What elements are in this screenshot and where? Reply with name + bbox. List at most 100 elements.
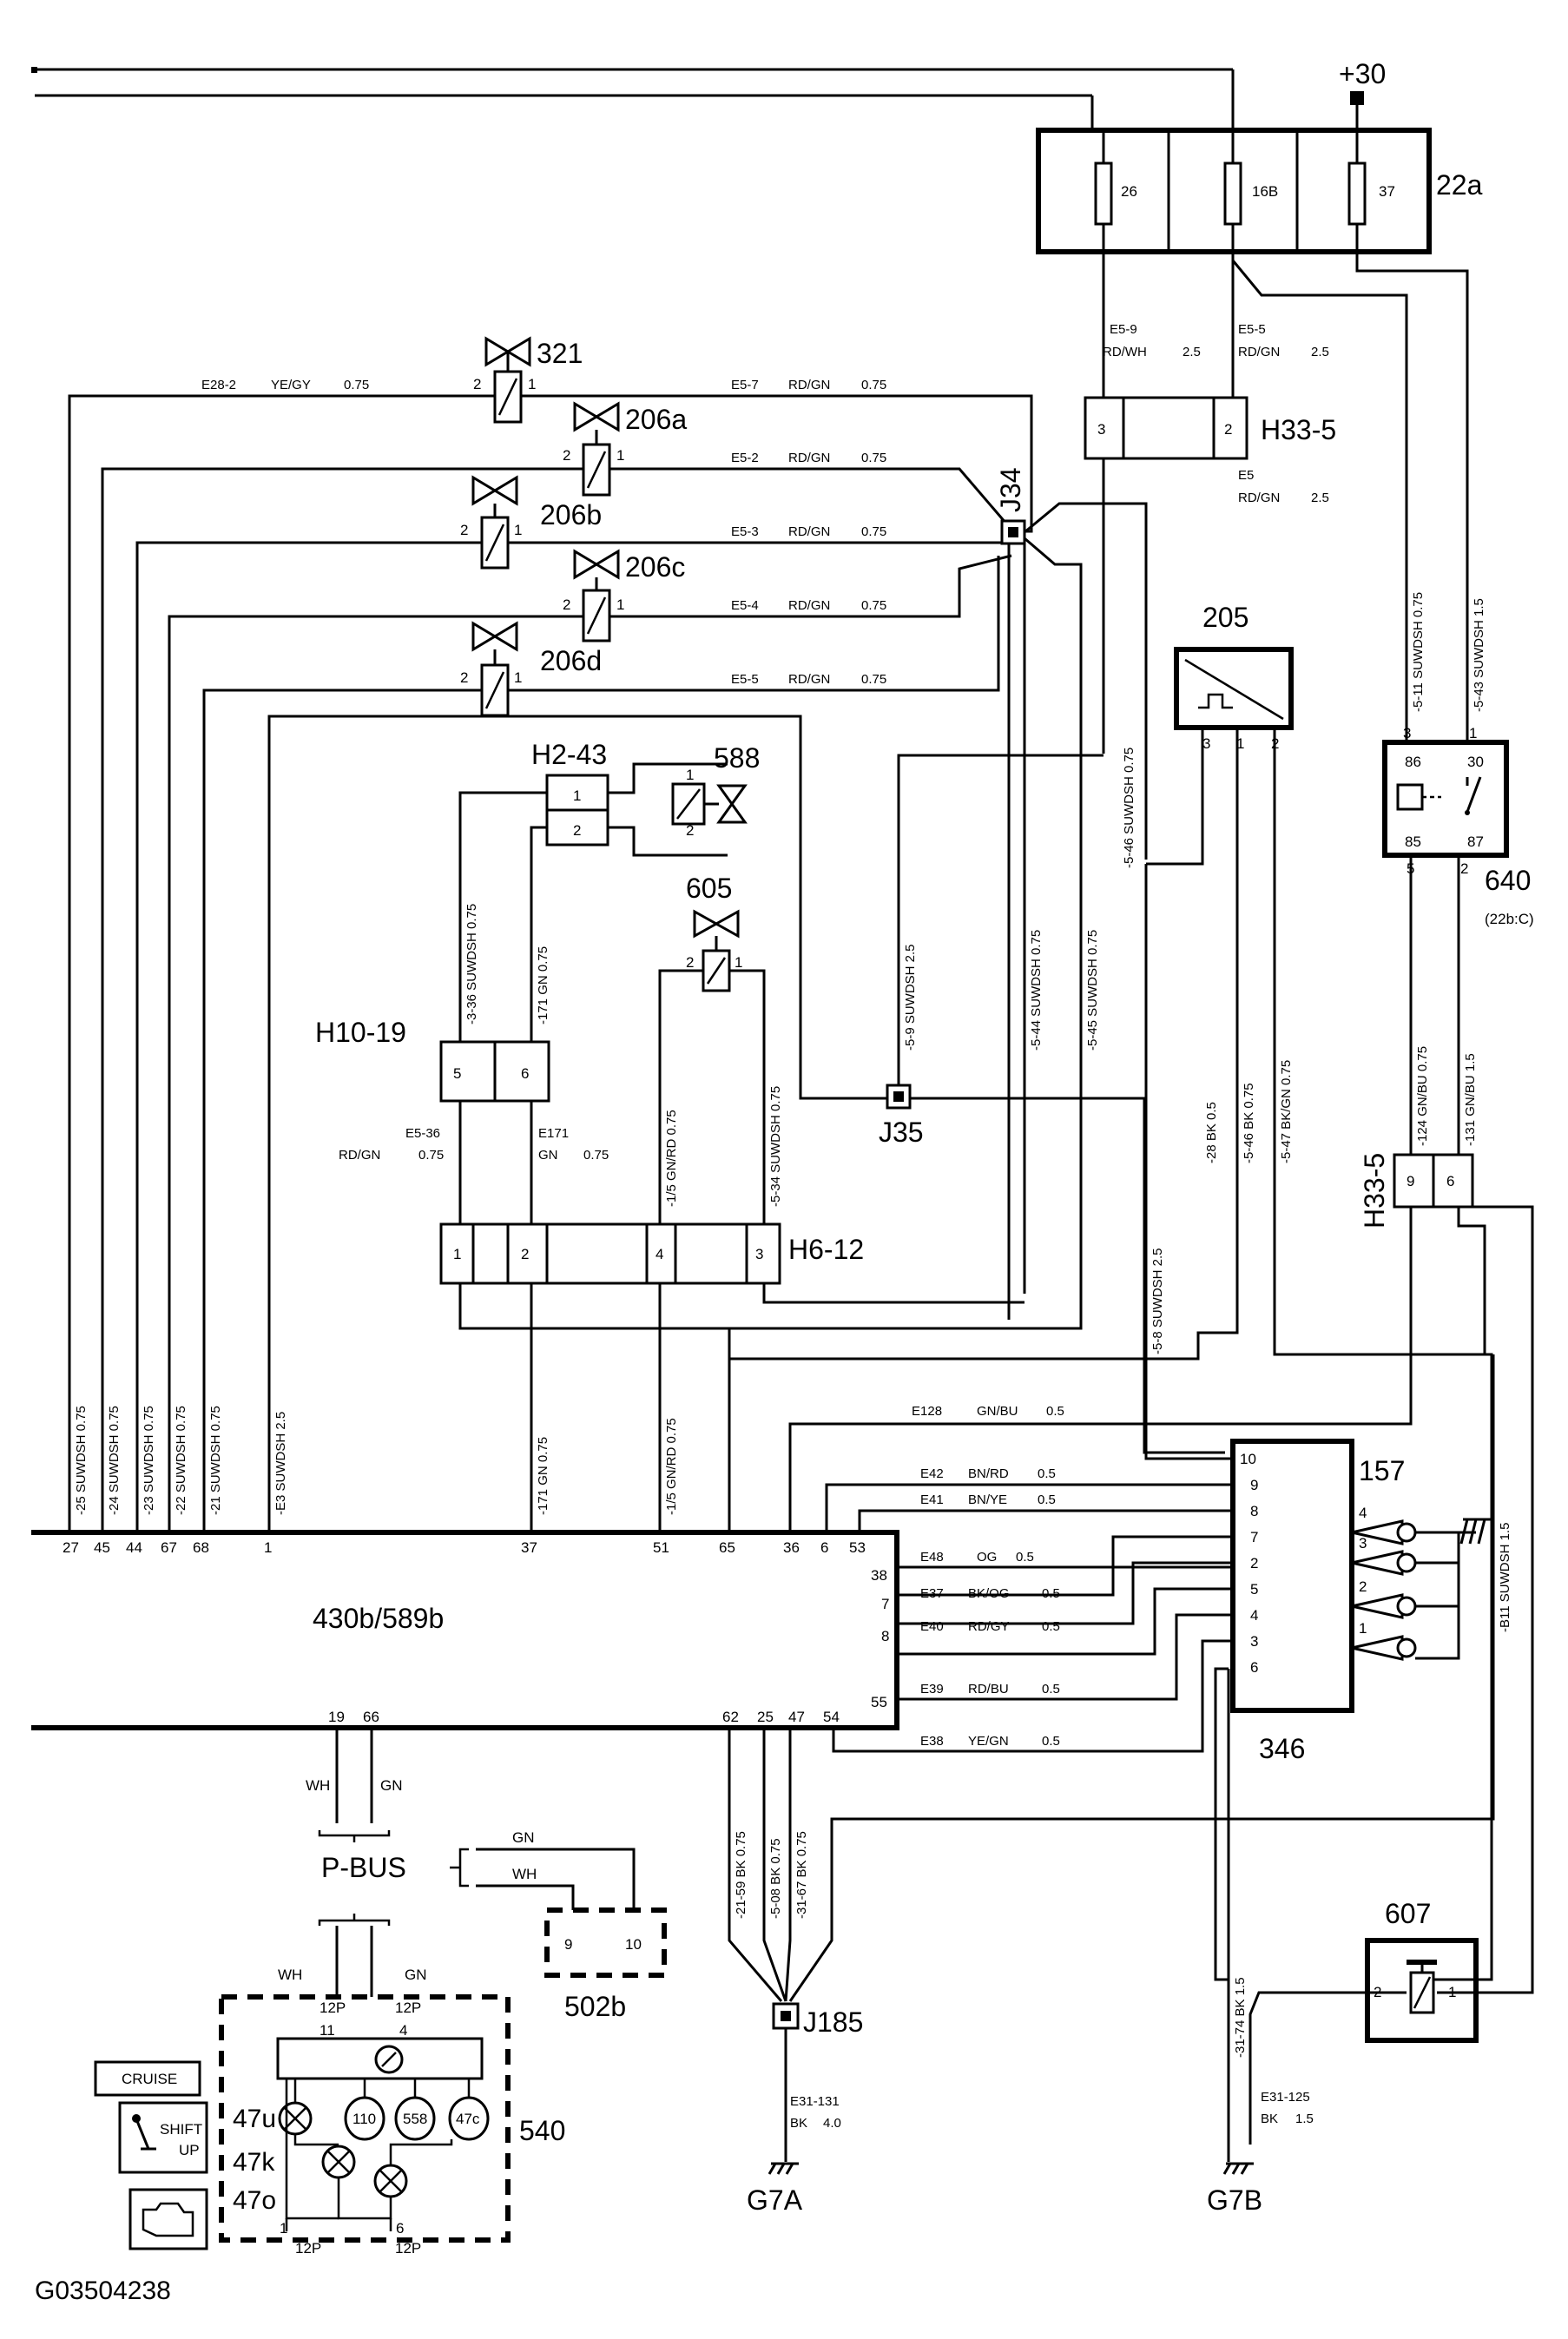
svg-text:-28 BK 0.5: -28 BK 0.5 xyxy=(1204,1102,1219,1163)
svg-text:-1/5 GN/RD 0.75: -1/5 GN/RD 0.75 xyxy=(664,1110,679,1207)
valve-206a-label: 206a xyxy=(625,404,687,435)
svg-text:30: 30 xyxy=(1467,754,1484,770)
svg-text:1: 1 xyxy=(1236,735,1244,752)
svg-text:1: 1 xyxy=(616,596,624,613)
connector-h10-19: H10-19 5 6 xyxy=(315,1017,550,1224)
svg-text:E128: E128 xyxy=(912,1404,942,1419)
svg-text:E41: E41 xyxy=(920,1492,944,1507)
svg-text:0.5: 0.5 xyxy=(1042,1619,1060,1634)
svg-text:E48: E48 xyxy=(920,1550,944,1565)
svg-text:J35: J35 xyxy=(879,1117,924,1148)
svg-text:4.0: 4.0 xyxy=(823,2116,841,2131)
svg-text:10: 10 xyxy=(1240,1451,1256,1467)
svg-text:9: 9 xyxy=(564,1936,572,1953)
svg-text:RD/GN: RD/GN xyxy=(1238,491,1280,505)
relay-640: 3 1 86 30 85 87 5 2 640 (22b:C) xyxy=(1382,725,1534,1155)
svg-text:(22b:C): (22b:C) xyxy=(1485,911,1534,927)
instrument-cluster-540: 12P 12P 11 4 47u 47k 47o 110 xyxy=(219,1994,565,2257)
svg-text:6: 6 xyxy=(396,2220,404,2237)
svg-text:-25 SUWDSH 0.75: -25 SUWDSH 0.75 xyxy=(74,1406,89,1515)
svg-text:110: 110 xyxy=(352,2111,376,2127)
ground-g7a: G7A xyxy=(747,2162,803,2216)
svg-text:-1/5 GN/RD 0.75: -1/5 GN/RD 0.75 xyxy=(664,1418,679,1515)
svg-text:BK/OG: BK/OG xyxy=(968,1586,1010,1601)
svg-text:37: 37 xyxy=(1379,183,1395,200)
p-bus: WH GN P-BUS WH GN GN WH xyxy=(278,1728,636,1997)
chassis-ground-icon xyxy=(1459,1518,1493,1545)
valve-rows xyxy=(68,394,1225,1532)
svg-text:-5-43 SUWDSH 1.5: -5-43 SUWDSH 1.5 xyxy=(1472,598,1486,712)
engine-check-icon xyxy=(128,2188,208,2250)
svg-text:54: 54 xyxy=(823,1709,840,1725)
svg-text:16B: 16B xyxy=(1252,183,1278,200)
svg-text:85: 85 xyxy=(1405,833,1421,850)
svg-text:RD/WH: RD/WH xyxy=(1103,345,1147,359)
svg-text:157: 157 xyxy=(1359,1455,1405,1486)
svg-text:3: 3 xyxy=(1250,1633,1258,1650)
svg-text:J185: J185 xyxy=(803,2006,863,2038)
svg-text:RD/GY: RD/GY xyxy=(968,1619,1010,1634)
svg-text:0.5: 0.5 xyxy=(1042,1586,1060,1601)
lamp-47o-icon: 47o xyxy=(233,2164,408,2215)
svg-text:2.5: 2.5 xyxy=(1311,345,1329,359)
component-502b: 9 10 502b xyxy=(544,1907,667,2022)
svg-text:E5-5: E5-5 xyxy=(1238,322,1266,337)
svg-text:9: 9 xyxy=(1407,1173,1414,1189)
svg-text:-171 GN 0.75: -171 GN 0.75 xyxy=(536,1437,550,1515)
fuse-16b: 16B xyxy=(1223,130,1278,252)
svg-text:GN: GN xyxy=(512,1829,535,1846)
svg-text:2: 2 xyxy=(686,822,694,839)
svg-text:12P: 12P xyxy=(320,2000,346,2016)
valve-206d-label: 206d xyxy=(540,645,602,676)
splice-j185: J185 E31-131 BK 4.0 xyxy=(772,2002,863,2162)
valve-206c-label: 206c xyxy=(625,551,685,583)
svg-text:-5-46 BK 0.75: -5-46 BK 0.75 xyxy=(1242,1083,1256,1163)
svg-text:-5-11 SUWDSH 0.75: -5-11 SUWDSH 0.75 xyxy=(1411,592,1426,712)
svg-text:RD/GN: RD/GN xyxy=(1238,345,1280,359)
svg-text:44: 44 xyxy=(126,1539,142,1556)
svg-text:47: 47 xyxy=(788,1709,805,1725)
svg-text:G7B: G7B xyxy=(1207,2184,1262,2216)
gauge-47c-icon: 47c xyxy=(448,2096,490,2141)
svg-text:605: 605 xyxy=(686,873,732,904)
svg-text:E5-2: E5-2 xyxy=(731,451,759,465)
valve-206b: 2 1 206b xyxy=(460,475,602,570)
valve-206b-label: 206b xyxy=(540,499,602,530)
svg-text:53: 53 xyxy=(849,1539,866,1556)
svg-text:640: 640 xyxy=(1485,865,1531,896)
svg-text:E37: E37 xyxy=(920,1586,944,1601)
svg-text:0.5: 0.5 xyxy=(1042,1682,1060,1697)
svg-text:SHIFT: SHIFT xyxy=(160,2121,202,2138)
svg-text:WH: WH xyxy=(306,1777,330,1794)
svg-text:UP: UP xyxy=(179,2142,200,2158)
valve-206d: 2 1 206d xyxy=(460,621,602,717)
svg-text:430b/589b: 430b/589b xyxy=(313,1603,444,1634)
svg-text:-5-45 SUWDSH 0.75: -5-45 SUWDSH 0.75 xyxy=(1085,930,1100,1051)
splice-j34: J34 xyxy=(995,458,1148,1320)
svg-text:47u: 47u xyxy=(233,2105,276,2133)
svg-text:0.75: 0.75 xyxy=(418,1148,444,1163)
svg-text:H33-5: H33-5 xyxy=(1359,1153,1390,1229)
svg-text:2.5: 2.5 xyxy=(1311,491,1329,505)
svg-text:1: 1 xyxy=(453,1246,461,1262)
svg-text:-5-44 SUWDSH 0.75: -5-44 SUWDSH 0.75 xyxy=(1029,930,1044,1051)
valve-321: 2 1 321 xyxy=(473,336,583,424)
svg-text:47c: 47c xyxy=(456,2111,480,2127)
svg-text:H10-19: H10-19 xyxy=(315,1017,406,1048)
gauge-558-icon: 558 xyxy=(394,2096,436,2141)
svg-text:2: 2 xyxy=(686,954,694,971)
fusebox-label: 22a xyxy=(1436,169,1483,201)
svg-text:-5-46 SUWDSH 0.75: -5-46 SUWDSH 0.75 xyxy=(1122,748,1136,868)
svg-text:47k: 47k xyxy=(233,2148,275,2177)
svg-text:E5-5: E5-5 xyxy=(731,672,759,687)
svg-text:1: 1 xyxy=(528,376,536,392)
svg-text:0.75: 0.75 xyxy=(344,378,369,392)
svg-text:RD/BU: RD/BU xyxy=(968,1682,1009,1697)
svg-text:H33-5: H33-5 xyxy=(1261,414,1336,445)
valve-605: 605 2 1 xyxy=(658,873,766,1224)
svg-text:558: 558 xyxy=(403,2111,427,2127)
svg-text:27: 27 xyxy=(63,1539,79,1556)
svg-text:8: 8 xyxy=(1250,1503,1258,1519)
fuse-outputs: E5-9 RD/WH 2.5 E5-5 RD/GN 2.5 xyxy=(1102,252,1469,742)
